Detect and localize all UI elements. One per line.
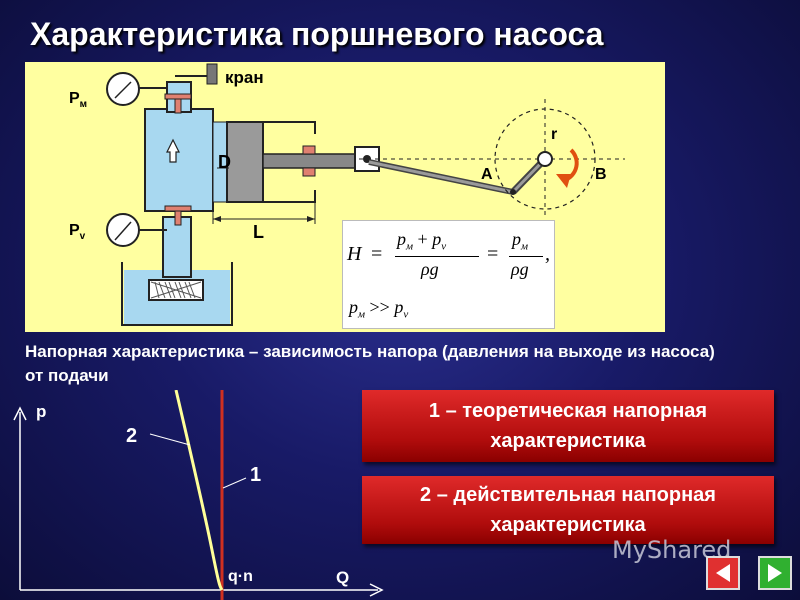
curve-1-leader (222, 477, 247, 489)
head-formula: H = pм + pv ρg = pм ρg , pм >> pv (342, 220, 555, 329)
fraction-1-numerator: pм + pv (397, 229, 447, 253)
curve-2-label: 2 (126, 425, 138, 447)
pressure-discharge-label: Рм (69, 90, 88, 111)
arrow-left-icon (716, 564, 730, 582)
pressure-suction-label: Рv (69, 222, 86, 243)
fraction-2-numerator: pм (512, 229, 529, 253)
stroke-length-label: L (253, 222, 264, 242)
fraction-1-bar (395, 256, 479, 257)
y-axis-label: p (36, 402, 47, 421)
pressure-inequality: pм >> pv (349, 297, 409, 321)
curve-2-leader (149, 433, 191, 446)
point-a-label: A (481, 166, 493, 183)
arrow-right-icon (768, 564, 782, 582)
page-title: Характеристика поршневого насоса (30, 16, 604, 52)
x-tick-label: q·n (228, 568, 253, 585)
pump-diagram: кран Рм Рv D L r A B H = pм + pv ρg = pм… (25, 62, 665, 332)
crank-radius-label: r (551, 126, 558, 143)
curve-1-label: 1 (250, 464, 262, 486)
description-text: Напорная характеристика – зависимость на… (25, 342, 715, 385)
legend-actual: 2 – действительная напорная характеристи… (362, 476, 774, 544)
head-characteristic-graph (13, 390, 384, 600)
forward-button[interactable] (758, 556, 792, 590)
x-axis-label: Q (336, 568, 350, 587)
diameter-label: D (218, 152, 231, 172)
back-button[interactable] (706, 556, 740, 590)
pump-schematic (106, 63, 625, 326)
valve-label: кран (225, 68, 264, 87)
legend-theoretical: 1 – теоретическая напорная характеристик… (362, 390, 774, 462)
fraction-2-bar (509, 256, 543, 257)
curve-actual (174, 390, 224, 591)
point-b-label: B (595, 166, 607, 183)
